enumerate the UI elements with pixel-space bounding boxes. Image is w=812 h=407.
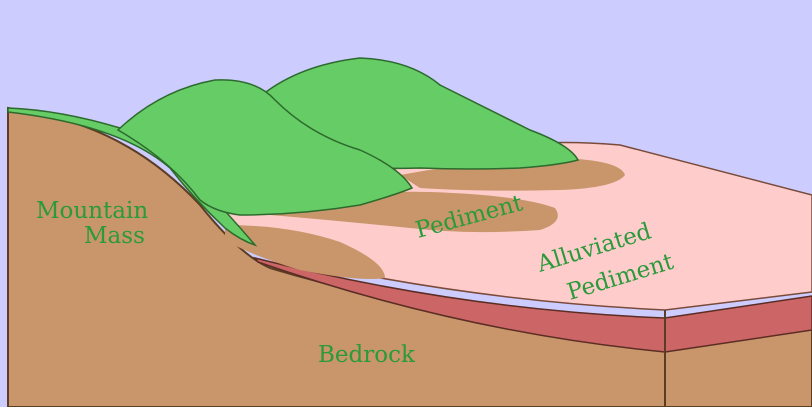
- label-mountain-line1: Mountain: [36, 198, 148, 224]
- label-mountain-line2: Mass: [84, 223, 145, 249]
- label-bedrock: Bedrock: [318, 342, 416, 368]
